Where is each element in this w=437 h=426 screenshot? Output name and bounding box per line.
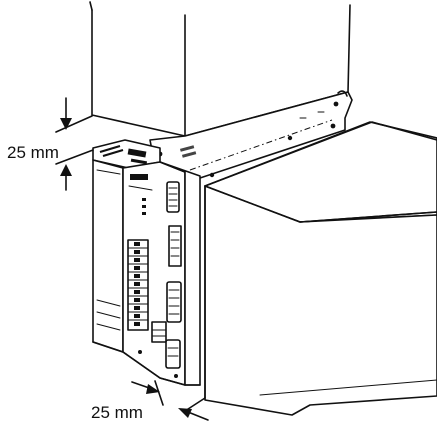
extension-line-bottom [55,149,94,165]
drive-unit [92,139,201,386]
top-clearance-dimension: 25 mm [7,97,94,191]
side-clearance-label: 25 mm [91,403,143,422]
extension-line-top [55,115,93,133]
arrowhead-right-icon [146,384,160,394]
arrowhead-left-icon [178,408,192,418]
extension-line-unit-bottom [154,380,164,406]
side-clearance-dimension: 25 mm [91,380,209,422]
side-enclosure [204,121,437,416]
top-clearance-label: 25 mm [7,143,59,162]
arrowhead-down-icon [60,118,72,130]
